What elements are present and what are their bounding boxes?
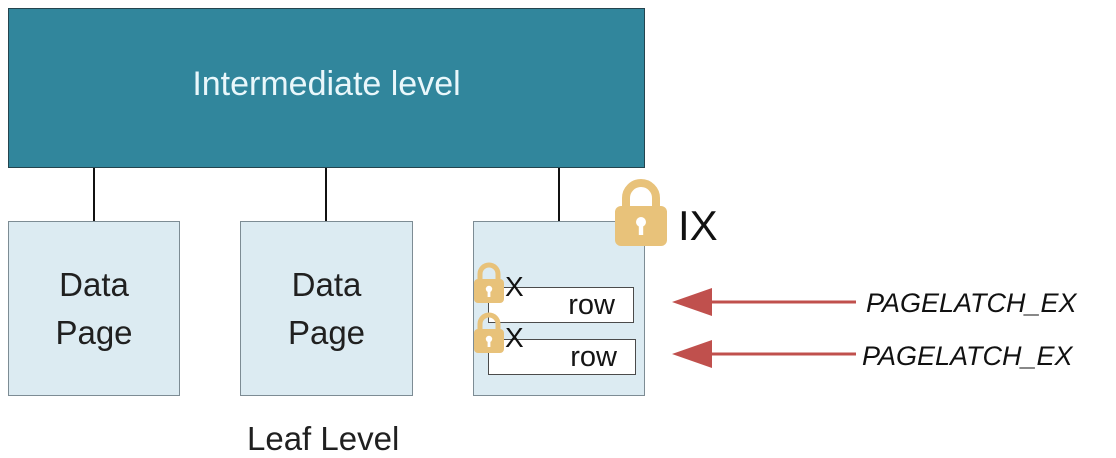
connector-line <box>325 168 327 221</box>
page-lock-mode: IX <box>678 202 718 249</box>
latch-label: PAGELATCH_EX <box>862 341 1073 371</box>
row-box: row <box>488 339 636 375</box>
data-page-label-line1: Data <box>291 265 362 303</box>
data-page-label-line2: Page <box>55 313 133 351</box>
lock-icon <box>474 262 504 303</box>
leaf-level-label: Leaf Level <box>247 420 400 457</box>
intermediate-level-label: Intermediate level <box>192 64 461 103</box>
connector-line <box>558 168 560 221</box>
arrow-icon <box>672 288 856 316</box>
row-lock-mode: X <box>505 271 524 302</box>
lock-icon <box>474 312 504 353</box>
data-page-label-line1: Data <box>59 265 129 303</box>
data-page-box: Data Page <box>240 221 413 396</box>
data-page-box: Data Page <box>8 221 180 396</box>
row-label: row <box>568 288 615 321</box>
latch-arrows <box>672 288 856 368</box>
arrow-icon <box>672 340 856 368</box>
row-label: row <box>570 340 617 373</box>
intermediate-level-box: Intermediate level <box>8 8 645 168</box>
latch-label: PAGELATCH_EX <box>866 288 1077 318</box>
connector-line <box>93 168 95 221</box>
row-box: row <box>488 287 634 323</box>
data-page-label-line2: Page <box>287 313 366 351</box>
lock-icon <box>615 179 667 246</box>
row-lock-mode: X <box>505 322 524 353</box>
